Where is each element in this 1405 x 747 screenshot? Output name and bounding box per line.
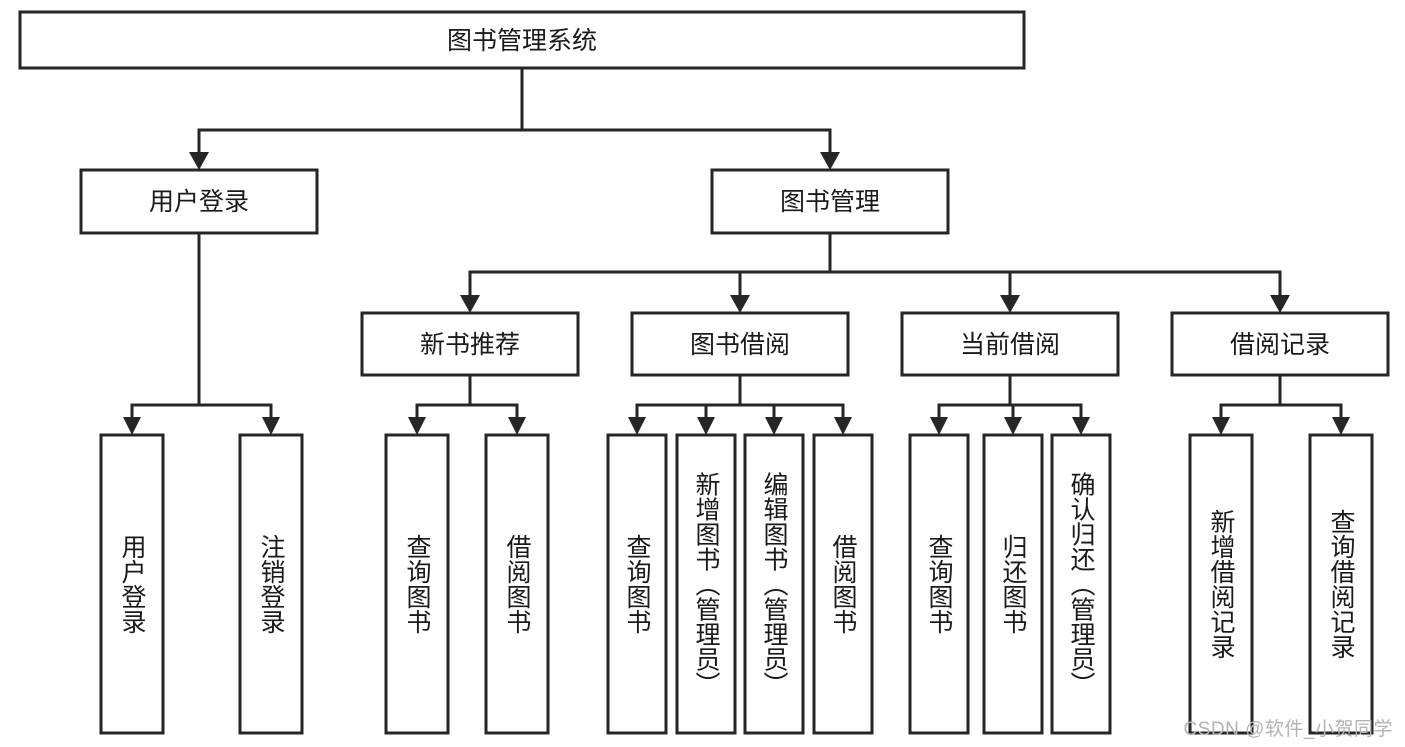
node-book-manage[interactable]: 图书管理 (710, 168, 950, 235)
node-leaf-query-book-3[interactable]: 查询图书 (908, 433, 970, 735)
node-borrow-record[interactable]: 借阅记录 (1170, 311, 1390, 377)
node-current-borrow-box[interactable] (900, 311, 1120, 377)
node-user-login-box[interactable] (79, 168, 319, 235)
node-leaf-edit-book-admin-box[interactable] (743, 433, 805, 735)
node-leaf-return-book-box[interactable] (982, 433, 1044, 735)
connector-group-current-to-leaves (930, 373, 1090, 435)
arrow-head-leaf-query-book-2 (628, 417, 646, 435)
arrow-head-leaf-confirm-return (1072, 417, 1090, 435)
node-leaf-edit-book-admin[interactable]: 编辑图书（管理员） (743, 433, 805, 735)
node-leaf-query-book-2-box[interactable] (606, 433, 668, 735)
node-leaf-borrow-book-2[interactable]: 借阅图书 (812, 433, 874, 735)
node-leaf-query-borrow-record[interactable]: 查询借阅记录 (1308, 433, 1374, 735)
node-leaf-query-book-3-box[interactable] (908, 433, 970, 735)
node-leaf-user-login-box[interactable] (99, 433, 165, 735)
csdn-watermark: CSDN @软件_小贺同学 (1183, 719, 1393, 740)
node-book-manage-box[interactable] (710, 168, 950, 235)
arrow-head-leaf-borrow-book-2 (834, 417, 852, 435)
node-leaf-query-book-2[interactable]: 查询图书 (606, 433, 668, 735)
node-user-login-label: 用户登录 (149, 188, 249, 216)
arrow-head-leaf-add-book (697, 417, 715, 435)
node-new-book-recommend[interactable]: 新书推荐 (360, 311, 580, 377)
arrow-head-leaf-add-record (1212, 417, 1230, 435)
arrow-head-leaf-borrow-book-1 (508, 417, 526, 435)
node-root-label: 图书管理系统 (447, 27, 597, 55)
node-leaf-user-logout[interactable]: 注销登录 (238, 433, 304, 735)
node-user-login[interactable]: 用户登录 (79, 168, 319, 235)
arrow-head-borrow (730, 295, 750, 313)
node-new-book-recommend-box[interactable] (360, 311, 580, 377)
arrow-head-leaf-edit-book (765, 417, 783, 435)
node-leaf-confirm-return-admin-box[interactable] (1050, 433, 1112, 735)
arrow-head-leaf-user-logout (262, 417, 280, 435)
node-leaf-query-book-1-label: 查询图书 (403, 534, 432, 634)
node-leaf-query-book-2-label: 查询图书 (623, 534, 652, 634)
node-leaf-return-book[interactable]: 归还图书 (982, 433, 1044, 735)
node-leaf-borrow-book-2-label: 借阅图书 (829, 534, 858, 634)
node-borrow-record-box[interactable] (1170, 311, 1390, 377)
arrow-head-record (1270, 295, 1290, 313)
node-book-manage-label: 图书管理 (780, 188, 880, 216)
node-leaf-borrow-book-1[interactable]: 借阅图书 (484, 433, 550, 735)
connector-group-recommend-to-leaves (408, 373, 526, 435)
node-leaf-query-book-1[interactable]: 查询图书 (384, 433, 450, 735)
node-leaf-add-borrow-record[interactable]: 新增借阅记录 (1188, 433, 1254, 735)
node-leaf-borrow-book-1-box[interactable] (484, 433, 550, 735)
arrow-head-leaf-return-book (1004, 417, 1022, 435)
connector-group-borrow-to-leaves (628, 373, 852, 435)
node-leaf-add-borrow-record-label: 新增借阅记录 (1207, 509, 1236, 659)
node-book-borrow-box[interactable] (630, 311, 850, 377)
node-borrow-record-label: 借阅记录 (1230, 331, 1330, 359)
node-leaf-confirm-return-admin[interactable]: 确认归还（管理员） (1050, 433, 1112, 735)
node-root-box[interactable] (18, 10, 1026, 70)
node-leaf-query-borrow-record-label: 查询借阅记录 (1327, 509, 1356, 659)
connector-group-bookmanage-to-level3 (460, 231, 1290, 313)
node-book-borrow[interactable]: 图书借阅 (630, 311, 850, 377)
node-leaf-user-login[interactable]: 用户登录 (99, 433, 165, 735)
node-leaf-add-book-admin-label: 新增图书（管理员） (692, 472, 721, 697)
node-leaf-query-borrow-record-box[interactable] (1308, 433, 1374, 735)
node-current-borrow-label: 当前借阅 (960, 331, 1060, 359)
arrow-head-leaf-query-book-3 (930, 417, 948, 435)
connector-group-userlogin-to-leaves (123, 231, 280, 435)
node-leaf-confirm-return-admin-label: 确认归还（管理员） (1067, 472, 1096, 697)
node-leaf-add-borrow-record-box[interactable] (1188, 433, 1254, 735)
node-leaf-add-book-admin[interactable]: 新增图书（管理员） (675, 433, 737, 735)
node-leaf-edit-book-admin-label: 编辑图书（管理员） (760, 472, 789, 697)
node-leaf-add-book-admin-box[interactable] (675, 433, 737, 735)
arrow-head-leaf-user-login (123, 417, 141, 435)
node-leaf-user-logout-label: 注销登录 (257, 534, 286, 634)
arrow-head-leaf-query-record (1332, 417, 1350, 435)
arrow-head-current (1000, 295, 1020, 313)
node-current-borrow[interactable]: 当前借阅 (900, 311, 1120, 377)
node-leaf-user-login-label: 用户登录 (118, 534, 147, 634)
node-leaf-return-book-label: 归还图书 (999, 534, 1028, 634)
node-leaf-user-logout-box[interactable] (238, 433, 304, 735)
node-leaf-query-book-1-box[interactable] (384, 433, 450, 735)
connector-group-record-to-leaves (1212, 373, 1350, 435)
connector-group-root-to-level2 (189, 66, 840, 170)
arrow-head-book-manage (820, 152, 840, 170)
node-new-book-recommend-label: 新书推荐 (420, 331, 520, 359)
node-root[interactable]: 图书管理系统 (18, 10, 1026, 70)
node-leaf-borrow-book-2-box[interactable] (812, 433, 874, 735)
node-leaf-query-book-3-label: 查询图书 (925, 534, 954, 634)
arrow-head-recommend (460, 295, 480, 313)
arrow-head-leaf-query-book-1 (408, 417, 426, 435)
node-leaf-borrow-book-1-label: 借阅图书 (503, 534, 532, 634)
node-book-borrow-label: 图书借阅 (690, 331, 790, 359)
arrow-head-user-login (189, 152, 209, 170)
